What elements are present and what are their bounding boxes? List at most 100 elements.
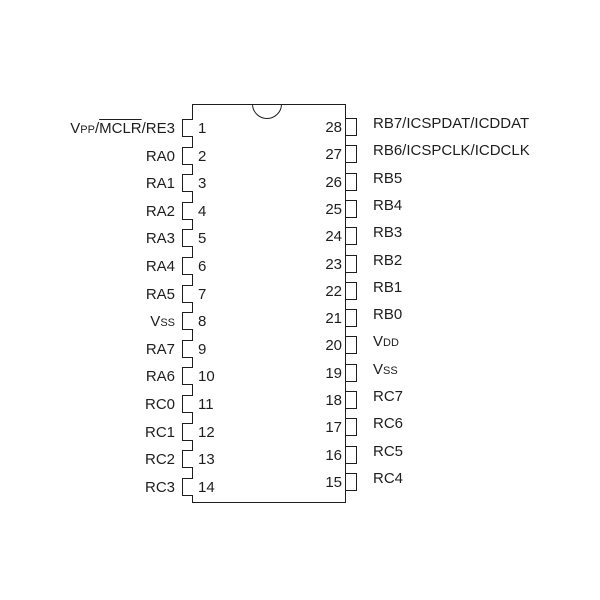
pin-label-part: DD: [383, 337, 399, 350]
pin-6-label: RA4: [146, 258, 175, 276]
pin-label-part: RC3: [144, 478, 175, 496]
pin-label-part: RC5: [373, 442, 404, 460]
pin-16-number: 16: [325, 446, 342, 464]
pin-label-part: RC0: [144, 396, 175, 413]
pin-4-lead: [182, 201, 193, 220]
pin-6-lead: [182, 257, 193, 275]
pin-7-number: 7: [198, 285, 207, 303]
pin-15-label: RC4: [373, 470, 403, 488]
pin-20-number: 20: [325, 337, 342, 355]
pin-24-number: 24: [325, 228, 342, 246]
pin-9-number: 9: [198, 340, 207, 358]
pin-16-label: RC5: [373, 443, 403, 461]
pin-label-part: RA5: [145, 285, 175, 303]
pin-20-lead: [346, 336, 357, 355]
pin-9-lead: [182, 339, 193, 358]
pin-label-part: RC4: [373, 469, 404, 487]
pin-27-label: RB6/ICSPCLK/ICDCLK: [373, 142, 530, 160]
pin-label-part: V: [150, 313, 161, 331]
pin-21-number: 21: [325, 310, 342, 328]
pin-label-part: RB4: [373, 196, 403, 214]
pin-5-lead: [182, 229, 193, 248]
pin-label-part: RA0: [145, 147, 175, 165]
pin-11-lead: [182, 395, 193, 413]
pin-20-label: VDD: [373, 333, 399, 352]
pin-3-number: 3: [198, 175, 207, 193]
pin-label-part: SS: [383, 364, 398, 377]
pin-28-label: RB7/ICSPDAT/ICDDAT: [373, 115, 529, 133]
pin-15-lead: [346, 472, 357, 491]
pin-18-lead: [346, 391, 357, 409]
pin-label-part: RA3: [145, 230, 175, 248]
pin-28-lead: [346, 118, 357, 136]
pin-2-label: RA0: [146, 148, 175, 166]
pin-1-number: 1: [198, 120, 207, 137]
pin-label-part: RB2: [373, 251, 403, 269]
pin-21-lead: [346, 309, 357, 328]
pin-3-label: RA1: [146, 175, 175, 193]
pin-23-number: 23: [325, 255, 342, 273]
pin-2-lead: [182, 146, 193, 165]
pin-13-label: RC2: [145, 451, 175, 469]
pin-label-part: RB1: [373, 278, 403, 296]
pin-10-number: 10: [198, 368, 215, 386]
pin-13-lead: [182, 450, 193, 469]
pin-label-part: V: [373, 333, 384, 351]
pin-27-number: 27: [325, 146, 342, 164]
pin-label-part: V: [70, 120, 81, 137]
pin-11-label: RC0: [145, 396, 175, 414]
pin-label-part: SS: [160, 317, 175, 330]
pin-label-part: RA1: [145, 175, 175, 193]
pin-14-lead: [182, 477, 193, 496]
pin-8-lead: [182, 312, 193, 331]
pin-label-part: RB0: [373, 306, 403, 324]
pin-14-label: RC3: [145, 479, 175, 497]
pin-21-label: RB0: [373, 306, 402, 324]
pin-label-part: /RE3: [141, 120, 175, 137]
pin-26-lead: [346, 172, 357, 191]
pin-label-part: RA4: [145, 258, 175, 275]
pin-9-label: RA7: [146, 341, 175, 359]
pin-label-part: RB5: [373, 169, 403, 187]
pin-23-lead: [346, 254, 357, 273]
pin-12-number: 12: [198, 423, 215, 441]
pin-label-part: RB6/ICSPCLK/ICDCLK: [373, 142, 530, 160]
pin-17-label: RC6: [373, 415, 403, 433]
chip-body: [192, 104, 346, 503]
pin-19-number: 19: [325, 364, 342, 382]
pin-19-lead: [346, 363, 357, 382]
pin-1-label: VPP/MCLR/RE3: [70, 120, 175, 139]
pin-7-lead: [182, 284, 193, 303]
pin-26-label: RB5: [373, 170, 402, 188]
pin-28-number: 28: [325, 119, 342, 136]
pin-23-label: RB2: [373, 252, 402, 270]
pin-10-label: RA6: [146, 368, 175, 386]
pin-label-part: RC1: [144, 423, 175, 441]
pin-18-label: RC7: [373, 388, 403, 406]
pin-label-part: PP: [80, 124, 95, 136]
pin-6-number: 6: [198, 258, 207, 275]
pin-13-number: 13: [198, 451, 215, 469]
pin-4-label: RA2: [146, 203, 175, 221]
pin-label-part: V: [373, 360, 384, 378]
pin-10-lead: [182, 367, 193, 386]
pin-18-number: 18: [325, 392, 342, 409]
pin-label-part: RC7: [373, 388, 404, 405]
pin-25-label: RB4: [373, 197, 402, 215]
pin-19-label: VSS: [373, 361, 398, 380]
pin-8-number: 8: [198, 313, 207, 331]
pin-label-part: /: [94, 120, 100, 137]
pin-5-number: 5: [198, 230, 207, 248]
pin1-notch: [252, 104, 282, 119]
pin-label-part: RA2: [145, 202, 175, 220]
pin-11-number: 11: [198, 396, 214, 413]
pin-24-label: RB3: [373, 224, 402, 242]
pin-15-number: 15: [325, 473, 342, 491]
pin-label-part: RB3: [373, 224, 403, 242]
pin-2-number: 2: [198, 147, 207, 165]
pin-12-lead: [182, 422, 193, 441]
pin-17-lead: [346, 418, 357, 437]
pin-14-number: 14: [198, 478, 215, 496]
pin-25-lead: [346, 199, 357, 218]
